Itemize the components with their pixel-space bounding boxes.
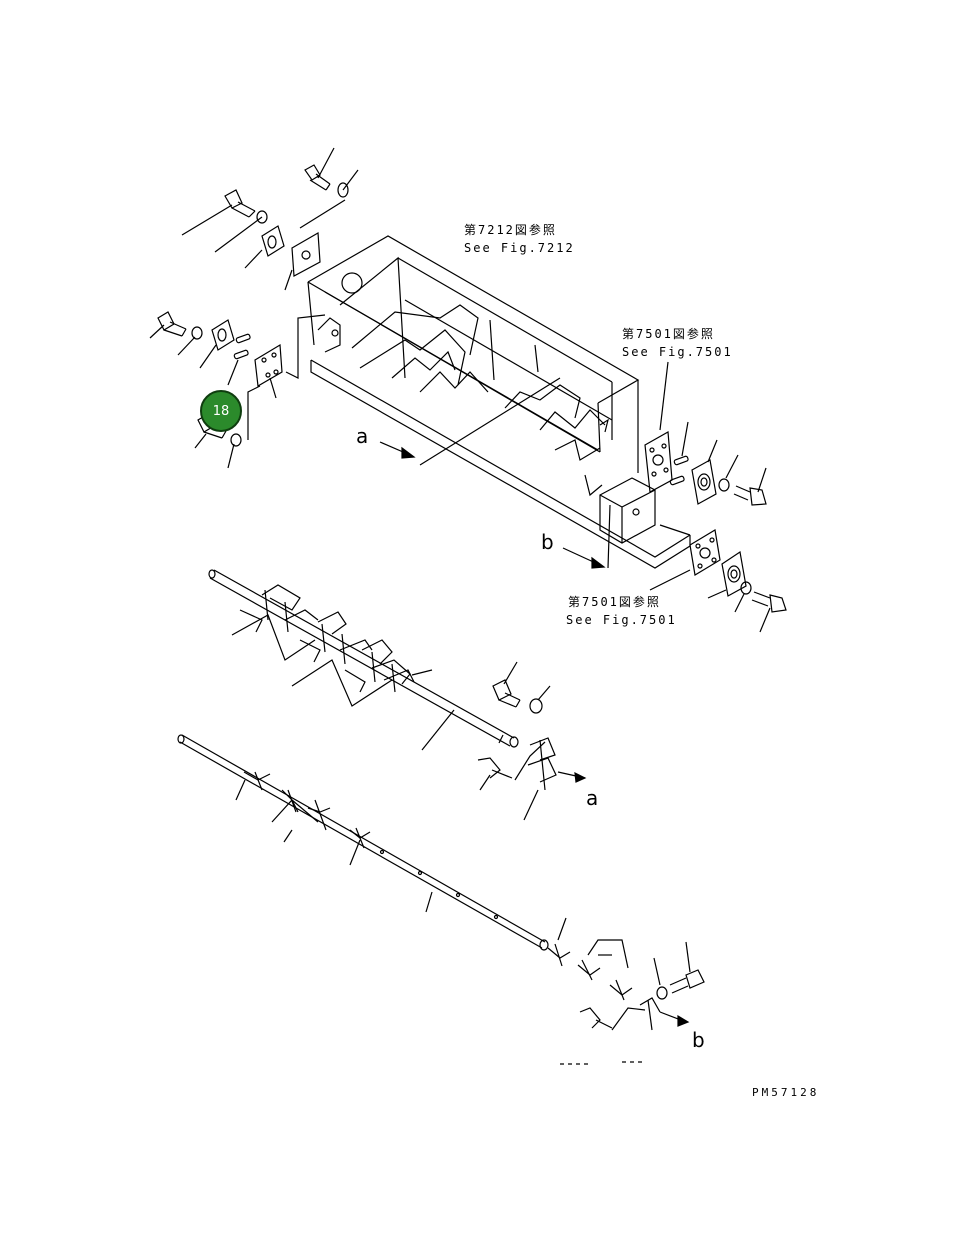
arrow-label-b-lower: b [692,1028,705,1052]
arrow-label-a-lower: a [586,786,599,810]
ref-fig7501-top-jp: 第7501図参照 [622,327,715,341]
ref-fig7501-bottom-en: See Fig.7501 [566,613,677,627]
part-hotspot-18[interactable]: 18 [200,390,242,432]
left-upper-bolt-set [181,147,359,291]
main-housing-frame [307,235,691,569]
ref-fig7212-jp: 第7212図参照 [464,223,557,237]
arrow-label-a-upper: a [356,424,369,448]
ref-fig7501-bottom-jp: 第7501図参照 [568,595,661,609]
upper-paddle-shaft [208,569,587,821]
ref-fig7212-en: See Fig.7212 [464,241,575,255]
arrow-label-b-upper: b [541,530,554,554]
right-lower-bearing-set [649,529,787,633]
right-upper-bearing-set [644,361,767,506]
lower-paddle-shaft [177,734,705,1065]
housing-arrows [379,441,606,569]
housing-leader-lines [419,377,611,569]
ref-fig7501-top-en: See Fig.7501 [622,345,733,359]
drawing-code: PM57128 [752,1086,820,1099]
left-lower-bolt-set [149,311,326,469]
